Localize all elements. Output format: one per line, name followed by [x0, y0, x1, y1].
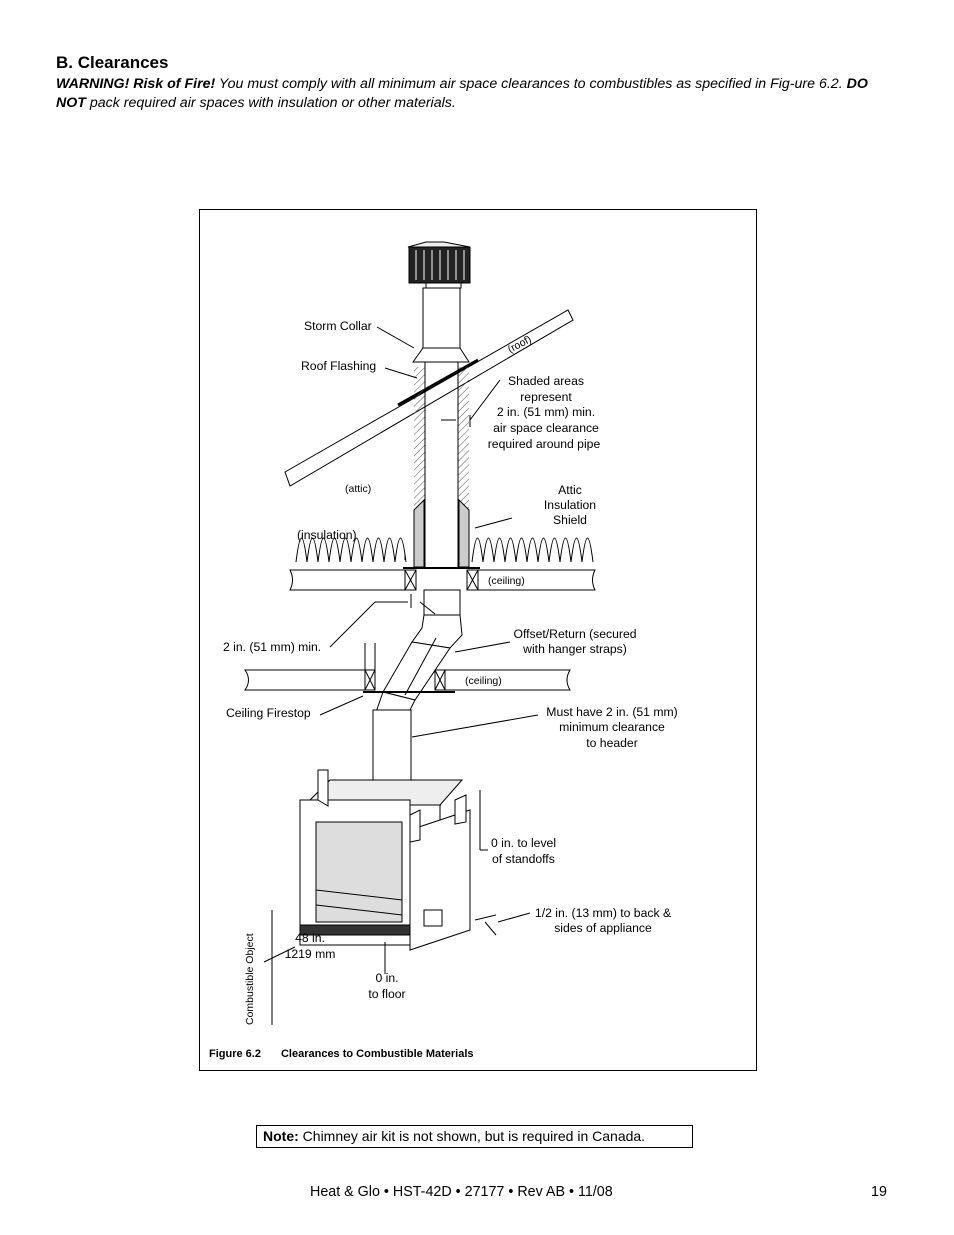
page-footer: Heat & Glo • HST-42D • 27177 • Rev AB • …	[310, 1184, 613, 1200]
lower-ceiling	[244, 669, 571, 693]
caption-title: Clearances to Combustible Materials	[280, 1048, 474, 1060]
label-insulation: (insulation)	[297, 528, 357, 542]
label-roof: (roof)	[506, 333, 534, 355]
clearance-diagram: Storm Collar Roof Flashing (roof) Shaded…	[223, 241, 678, 1025]
label-back-sides-2: sides of appliance	[554, 921, 652, 935]
fireplace-unit	[299, 769, 471, 951]
label-shaded-5: required around pipe	[488, 437, 601, 451]
note-box: Note: Chimney air kit is not shown, but …	[256, 1125, 693, 1148]
warning-body-1: You must comply with all minimum air spa…	[215, 76, 847, 92]
figure-6-2: Storm Collar Roof Flashing (roof) Shaded…	[199, 209, 757, 1071]
label-attic-shield-2: Insulation	[544, 498, 596, 512]
chimney-pipe-lower	[372, 709, 412, 791]
label-ceiling-lower: (ceiling)	[465, 675, 502, 687]
warning-emphasis: DO NOT	[56, 76, 868, 111]
label-storm-collar: Storm Collar	[304, 319, 372, 333]
figure-caption: Figure 6.2 Clearances to Combustible Mate…	[209, 1048, 474, 1060]
label-floor-1: 0 in.	[375, 971, 398, 985]
insulation	[295, 537, 594, 563]
label-header-1: Must have 2 in. (51 mm)	[546, 705, 677, 719]
warning-lead: WARNING! Risk of Fire!	[56, 76, 216, 92]
offset-return	[374, 589, 463, 721]
label-shaded-4: air space clearance	[493, 421, 599, 435]
page-number: 19	[871, 1184, 887, 1200]
note-text: Chimney air kit is not shown, but is req…	[298, 1128, 646, 1144]
label-roof-flashing: Roof Flashing	[301, 359, 376, 373]
chimney-pipe-top	[422, 287, 461, 349]
label-combustible-object: Combustible Object	[244, 933, 256, 1025]
label-shaded-1: Shaded areas	[508, 374, 584, 388]
leader-lines	[263, 326, 539, 1025]
label-1219-mm: 1219 mm	[285, 947, 336, 961]
label-header-2: minimum clearance	[559, 720, 665, 734]
label-floor-2: to floor	[368, 987, 405, 1001]
air-space-left	[414, 367, 425, 567]
label-offset-2: with hanger straps)	[522, 642, 627, 656]
label-48-in: 48 in.	[295, 931, 325, 945]
label-standoffs-1: 0 in. to level	[491, 836, 556, 850]
label-attic-shield-3: Shield	[553, 513, 587, 527]
termination-cap	[407, 241, 471, 289]
label-attic-shield-1: Attic	[558, 483, 582, 497]
label-ceiling-firestop: Ceiling Firestop	[226, 706, 311, 720]
label-two-in-min: 2 in. (51 mm) min.	[223, 640, 321, 654]
caption-number: Figure 6.2	[209, 1048, 261, 1060]
label-attic: (attic)	[345, 483, 371, 495]
fire-warning: WARNING! Risk of Fire! You must comply w…	[56, 75, 886, 112]
upper-ceiling	[289, 567, 596, 591]
label-ceiling-upper: (ceiling)	[488, 575, 525, 587]
section-heading: B. Clearances	[56, 53, 169, 72]
note-label: Note:	[263, 1128, 299, 1144]
storm-collar	[412, 347, 470, 363]
label-standoffs-2: of standoffs	[492, 852, 555, 866]
label-back-sides-1: 1/2 in. (13 mm) to back &	[535, 906, 671, 920]
attic-insulation-shield	[413, 498, 470, 568]
warning-body-2: pack required air spaces with insulation…	[85, 94, 456, 111]
air-space-right	[458, 367, 469, 567]
label-offset-1: Offset/Return (secured	[513, 627, 636, 641]
label-shaded-2: represent	[520, 390, 572, 404]
label-shaded-3: 2 in. (51 mm) min.	[497, 405, 595, 419]
label-header-3: to header	[586, 736, 638, 750]
